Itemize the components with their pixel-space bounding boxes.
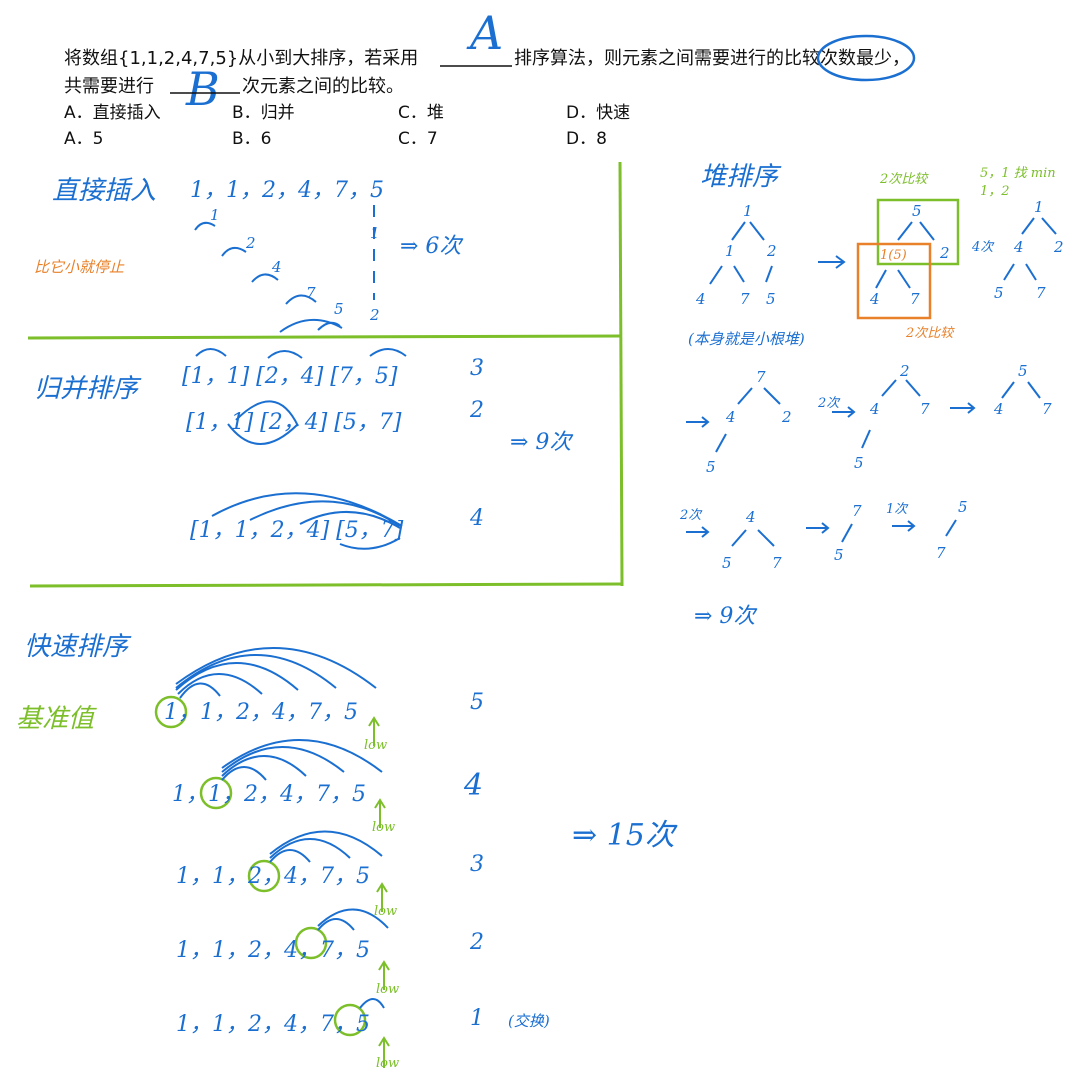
quick-row-4-count: 2 [470, 930, 484, 955]
quick-title: 快速排序 [24, 632, 129, 662]
heap-title: 堆排序 [700, 162, 779, 192]
merge-row-1-count: 3 [470, 356, 484, 381]
insertion-step-2: 2 [246, 234, 256, 252]
heap-row2-tree2-n3: 7 [920, 400, 930, 418]
heap-tree1-node-6: 5 [766, 290, 776, 308]
heap-tree2-node-1: 5 [912, 202, 922, 220]
merge-row-1: [1，1] [2，4] [7，5] [182, 364, 398, 389]
heap-row2-tree1-n3: 2 [782, 408, 792, 426]
heap-tree2-node-4: 4 [870, 290, 880, 308]
quick-row-2-seq: 1，1，2，4，7，5 [172, 782, 366, 807]
answer-mark-a: A [470, 6, 504, 60]
question-line1-part1: 将数组{1,1,2,4,7,5}从小到大排序，若采用 [64, 48, 419, 69]
heap-row3-tree3-n2: 7 [936, 544, 946, 562]
heap-tree3-node-1: 1 [1034, 198, 1044, 216]
insertion-step-3: 4 [272, 258, 282, 276]
heap-row2-tree3-n2: 4 [994, 400, 1004, 418]
heap-tree3-node-4: 5 [994, 284, 1004, 302]
insertion-bar-mark: 1 [370, 224, 380, 242]
quick-row-1-count: 5 [470, 690, 484, 715]
insertion-step-6: 2 [370, 306, 380, 324]
quick-pivot-label: 基准值 [16, 704, 95, 734]
heap-row2-label: 2次 [818, 396, 840, 411]
heap-tree2-node-5: 7 [910, 290, 920, 308]
heap-tree2-node-2: 1(5) [880, 248, 907, 263]
heap-tree2-node-3: 2 [940, 244, 950, 262]
heap-row3-label-a: 2次 [680, 508, 702, 523]
heap-tree1-node-3: 2 [767, 242, 777, 260]
low-label-3: low [374, 904, 398, 919]
insertion-note: 比它小就停止 [34, 258, 125, 276]
quick-row-1-seq: 1，1，2，4，7，5 [164, 700, 358, 725]
heap-row2-tree1-n2: 4 [726, 408, 736, 426]
heap-row2-tree1-n4: 5 [706, 458, 716, 476]
heap-tree3-node-2: 4 [1014, 238, 1024, 256]
heap-row3-label-b: 1次 [886, 502, 908, 517]
heap-tree1-node-4: 4 [696, 290, 706, 308]
insertion-result: ⇒ 6次 [400, 234, 462, 259]
merge-row-2-count: 2 [470, 398, 484, 423]
merge-row-2: [1，1] [2，4] [5，7] [186, 410, 402, 435]
question-line2-part1: 共需要进行 [64, 76, 154, 97]
quick-row-2-count: 4 [464, 768, 484, 803]
option-2-b: B．6 [232, 129, 272, 149]
merge-result: ⇒ 9次 [510, 430, 572, 455]
option-1-b: B．归并 [232, 103, 295, 123]
answer-mark-b: B [186, 62, 220, 116]
heap-row2-tree3-n1: 5 [1018, 362, 1028, 380]
heap-row3-tree2-n2: 5 [834, 546, 844, 564]
heap-tree3-node-5: 7 [1036, 284, 1046, 302]
insertion-title: 直接插入 [52, 176, 157, 206]
insertion-step-5: 5 [334, 300, 344, 318]
low-label-2: low [372, 820, 396, 835]
heap-row2-tree2-n4: 5 [854, 454, 864, 472]
low-label-5: low [376, 1056, 400, 1071]
heap-row3-tree1-n2: 5 [722, 554, 732, 572]
option-1-a: A．直接插入 [64, 103, 161, 123]
quick-row-3-count: 3 [470, 852, 484, 877]
option-2-d: D．8 [566, 129, 607, 149]
quick-result: ⇒ 15次 [572, 818, 675, 853]
heap-row3-tree1-n3: 7 [772, 554, 782, 572]
heap-tree1-node-1: 1 [743, 202, 753, 220]
low-label-1: low [364, 738, 388, 753]
heap-row3-tree1-n1: 4 [746, 508, 756, 526]
merge-row-3: [1，1，2，4] [5，7] [190, 518, 404, 543]
option-1-c: C．堆 [398, 103, 444, 123]
insertion-step-4: 7 [306, 284, 316, 302]
question-line2-part2: 次元素之间的比较。 [242, 76, 404, 97]
heap-green-note-2: 5，1 找 min [980, 166, 1056, 181]
low-label-4: low [376, 982, 400, 997]
heap-row2-tree2-n2: 4 [870, 400, 880, 418]
merge-title: 归并排序 [34, 374, 139, 404]
quick-row-5-seq: 1，1，2，4，7，5 [176, 1012, 370, 1037]
quick-last-note: (交换) [508, 1012, 550, 1030]
insertion-sequence: 1，1，2，4，7，5 [190, 178, 384, 203]
heap-tree1-node-5: 7 [740, 290, 750, 308]
heap-green-note-3: 1，2 [980, 184, 1010, 199]
option-2-c: C．7 [398, 129, 438, 149]
heap-row2-tree2-n1: 2 [900, 362, 910, 380]
merge-row-3-count: 4 [470, 506, 484, 531]
insertion-step-1: 1 [210, 206, 220, 224]
heap-orange-note: 2次比较 [906, 326, 954, 341]
option-1-d: D．快速 [566, 103, 631, 123]
heap-remark: (本身就是小根堆) [688, 330, 805, 348]
heap-row3-tree3-n1: 5 [958, 498, 968, 516]
heap-row3-tree2-n1: 7 [852, 502, 862, 520]
option-2-a: A．5 [64, 129, 104, 149]
heap-green-note: 2次比较 [880, 172, 928, 187]
heap-result: ⇒ 9次 [694, 604, 756, 629]
heap-row2-tree1-n1: 7 [756, 368, 766, 386]
quick-row-5-count: 1 [470, 1006, 484, 1031]
heap-row2-tree3-n3: 7 [1042, 400, 1052, 418]
quick-row-3-seq: 1，1，2，4，7，5 [176, 864, 370, 889]
heap-tree3-node-3: 2 [1054, 238, 1064, 256]
question-line1-part2: 排序算法，则元素之间需要进行的比较次数最少， [514, 48, 910, 69]
heap-tree1-node-2: 1 [725, 242, 735, 260]
heap-four-label: 4次 [972, 240, 994, 255]
quick-row-4-seq: 1，1，2，4，7，5 [176, 938, 370, 963]
